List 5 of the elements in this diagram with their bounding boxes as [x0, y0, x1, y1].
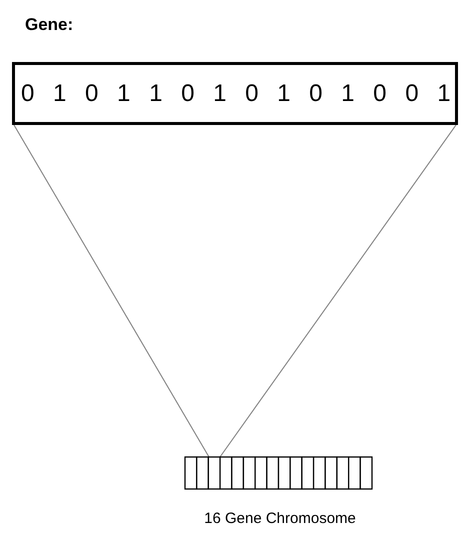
chromosome-caption: 16 Gene Chromosome	[203, 509, 357, 529]
gene-heading: Gene:	[25, 14, 74, 36]
connector-line	[220, 124, 456, 458]
bit-string-box: 0 1 0 1 1 0 1 0 1 0 1 0 0 1	[12, 62, 458, 125]
connector-line	[14, 124, 210, 458]
